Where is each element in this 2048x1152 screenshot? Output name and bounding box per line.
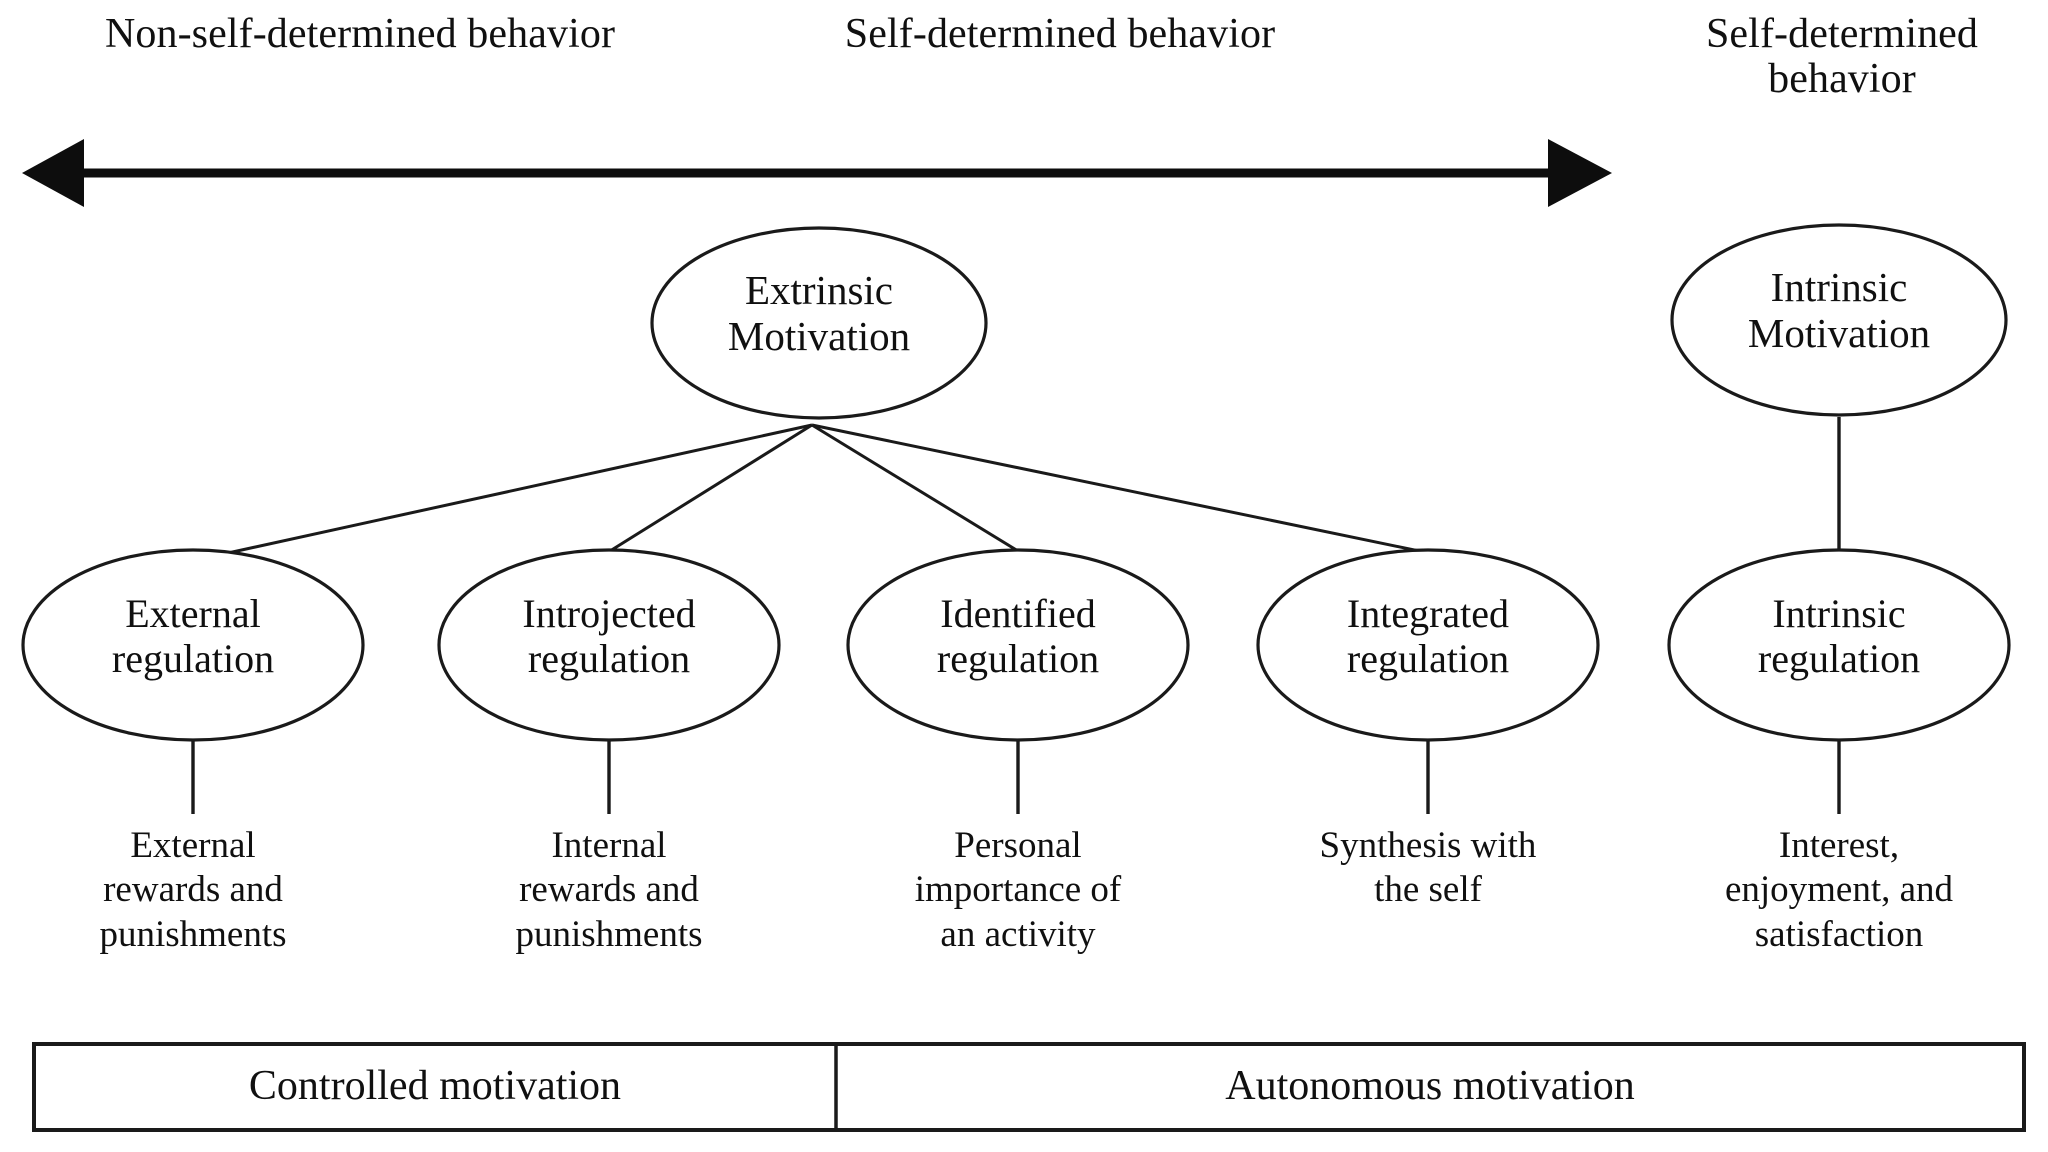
bar-label-autonomous-motivation: Autonomous motivation <box>1225 1063 1635 1109</box>
caption-identified-regulation: Personal importance of an activity <box>914 825 1122 955</box>
node-extrinsic-motivation[interactable] <box>650 226 988 420</box>
node-integrated-regulation[interactable] <box>1256 548 1600 742</box>
node-intrinsic-motivation[interactable] <box>1670 223 2008 417</box>
node-intrinsic-regulation[interactable] <box>1667 548 2011 742</box>
node-introjected-regulation[interactable] <box>437 548 781 742</box>
header-self-determined: Self-determined behavior <box>844 11 1276 57</box>
bottom-bar <box>32 1042 2026 1132</box>
node-identified-regulation[interactable] <box>846 548 1190 742</box>
connector-lines <box>195 417 1841 562</box>
double-headed-arrow-icon <box>22 139 1612 207</box>
node-external-regulation[interactable] <box>21 548 365 742</box>
caption-introjected-regulation: Internal rewards and punishments <box>515 825 703 955</box>
bar-label-controlled-motivation: Controlled motivation <box>248 1063 622 1109</box>
caption-external-regulation: External rewards and punishments <box>99 825 287 955</box>
caption-stems <box>191 739 1841 814</box>
header-self-determined-right: Self-determined behavior <box>1705 11 1979 103</box>
caption-integrated-regulation: Synthesis with the self <box>1319 825 1537 911</box>
header-non-self-determined: Non-self-determined behavior <box>104 11 616 57</box>
caption-intrinsic-regulation: Interest, enjoyment, and satisfaction <box>1724 825 1954 955</box>
